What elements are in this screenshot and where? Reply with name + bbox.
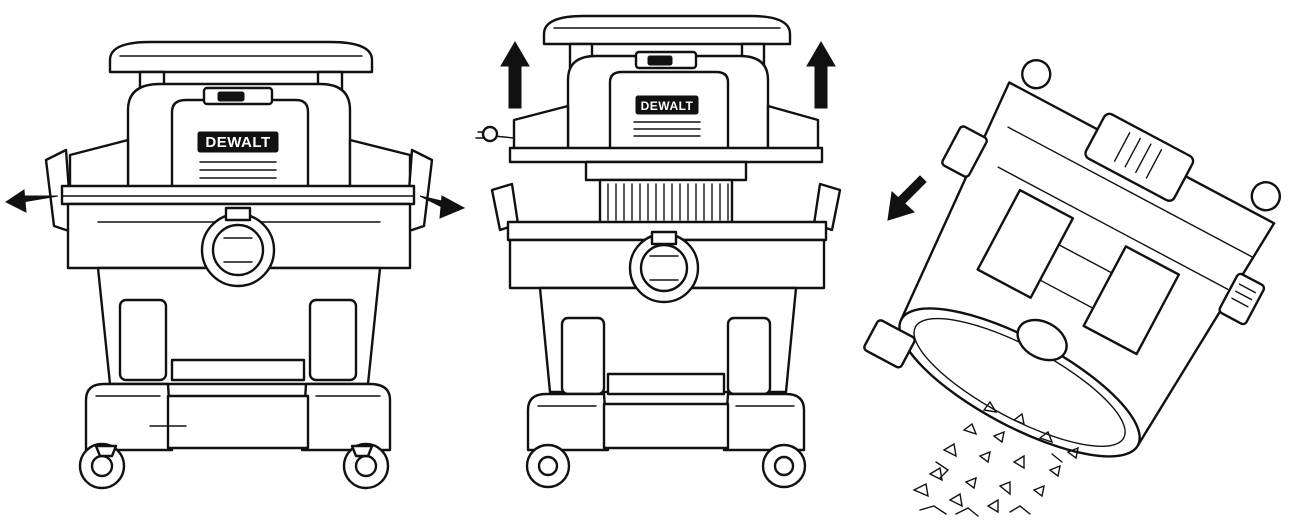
arrow-up-icon bbox=[806, 41, 836, 109]
panel-latches-open: DEWALT bbox=[5, 40, 466, 490]
debris-particles bbox=[912, 400, 1079, 517]
panel-powerhead-lift: DEWALT bbox=[475, 14, 842, 489]
brand-logo-text: DEWALT bbox=[641, 99, 694, 113]
arrow-down-left-icon bbox=[887, 175, 927, 221]
brand-logo bbox=[635, 95, 699, 115]
arrow-left-icon bbox=[5, 189, 59, 213]
arrow-up-icon bbox=[500, 41, 530, 109]
brand-logo-text: DEWALT bbox=[205, 134, 270, 151]
brand-logo bbox=[197, 131, 279, 153]
panel-drum-empty bbox=[863, 58, 1282, 517]
arrow-right-icon bbox=[419, 195, 466, 219]
